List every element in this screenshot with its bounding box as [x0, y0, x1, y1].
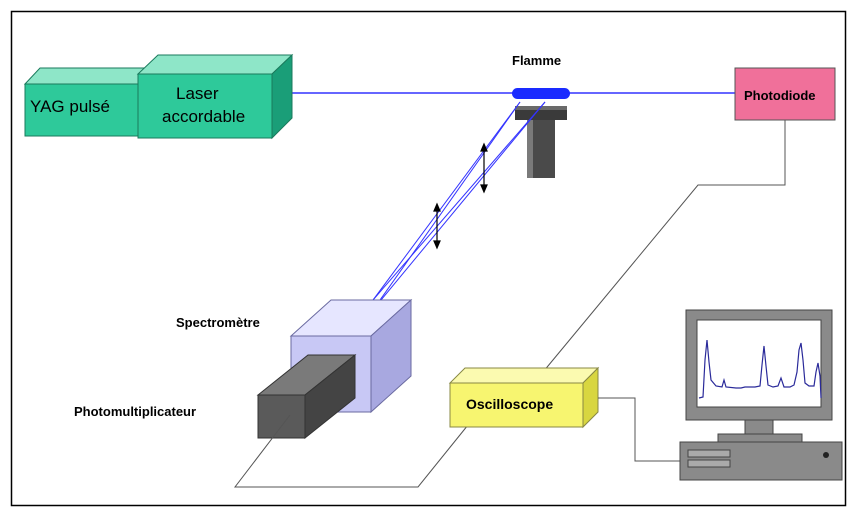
photomultiplier-cable: [233, 414, 469, 488]
spectrum-trace: [698, 339, 822, 399]
tunable-laser-label-line1: Laser: [176, 84, 219, 103]
flame-label: Flamme: [512, 53, 561, 68]
oscilloscope: Oscilloscope: [448, 366, 600, 429]
spectrometer-label: Spectromètre: [176, 315, 260, 330]
photodiode-cable: [542, 120, 786, 373]
disk-drive-2: [687, 459, 731, 468]
lens-lower: [433, 202, 441, 250]
computer-cable: [598, 397, 680, 462]
computer: [679, 309, 843, 481]
lens-upper: [480, 142, 488, 194]
yag-label: YAG pulsé: [30, 97, 110, 116]
monitor-stand-base: [717, 433, 803, 443]
disk-drive: [687, 449, 731, 458]
oscilloscope-label: Oscilloscope: [466, 396, 553, 412]
yag-laser-box: YAG pulsé: [23, 66, 157, 138]
photomultiplier: [256, 353, 357, 440]
flame: [512, 88, 570, 99]
burner: [515, 106, 567, 178]
spectrometer: [289, 298, 413, 414]
collection-rays: [372, 101, 546, 301]
power-button: [823, 452, 829, 458]
monitor-screen: [696, 319, 822, 408]
photodiode-label: Photodiode: [744, 88, 816, 103]
photodiode-box: [734, 67, 836, 121]
photomultiplier-label: Photomultiplicateur: [74, 404, 196, 419]
tunable-laser-label-line2: accordable: [162, 107, 245, 126]
tunable-laser-box: Laser accordable: [136, 53, 294, 140]
